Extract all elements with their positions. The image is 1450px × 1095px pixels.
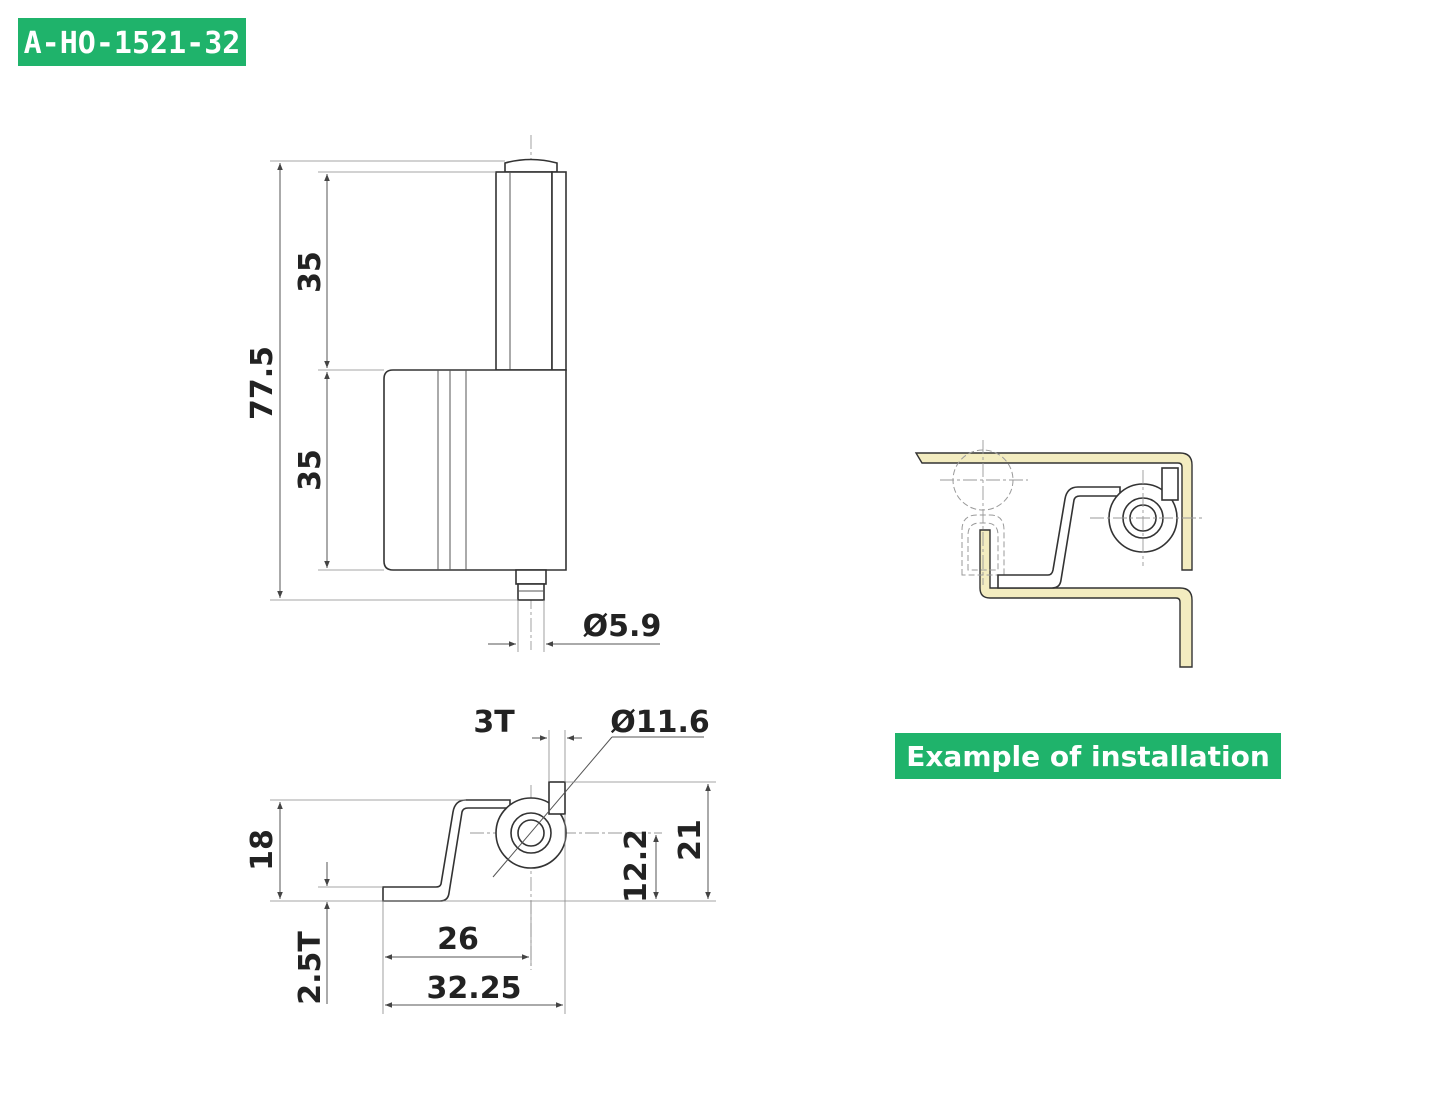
- frame-panel: [979, 529, 1193, 668]
- dim-pin-diameter: Ø5.9: [583, 609, 662, 644]
- ghost-seal-inner: [967, 522, 999, 571]
- dim-width-to-center: 26: [437, 922, 479, 957]
- dim-upper-height: 35: [293, 251, 328, 293]
- model-badge: A-HO-1521-32: [18, 18, 246, 66]
- installed-hinge-leaf: [997, 486, 1121, 589]
- model-code: A-HO-1521-32: [24, 26, 241, 61]
- installation-example: Example of installation: [895, 440, 1281, 779]
- door-panel: [914, 452, 1193, 571]
- installed-upper-tab: [1161, 467, 1179, 501]
- diameter-leader: [492, 736, 613, 878]
- dim-barrel-thickness: 3T: [473, 705, 515, 740]
- ghost-seal: [961, 514, 1005, 576]
- installation-caption-bg: [895, 733, 1281, 779]
- lower-leaf: [383, 369, 567, 571]
- dim-width-total: 32.25: [427, 971, 522, 1006]
- installation-caption: Example of installation: [906, 740, 1270, 773]
- side-leaf-profile: [382, 799, 511, 902]
- pin-tail: [517, 583, 545, 601]
- dim-lower-height: 35: [293, 449, 328, 491]
- dim-center-height: 12.2: [619, 829, 654, 903]
- dim-barrel-diameter: Ø11.6: [610, 705, 710, 740]
- front-view: 77.5 35 35 Ø5.9: [245, 135, 661, 652]
- upper-barrel: [495, 171, 553, 371]
- dim-leaf-thickness: 2.5T: [293, 931, 328, 1005]
- side-view: 3T Ø11.6 18 21 12.2 2.5T 26 32.25: [245, 705, 716, 1014]
- side-upper-tab: [548, 781, 566, 815]
- dim-total-height: 77.5: [245, 346, 280, 420]
- upper-leaf-edge: [551, 171, 567, 371]
- pin-head: [504, 158, 558, 173]
- pin-collar: [515, 569, 547, 585]
- model-badge-bg: [18, 18, 246, 66]
- dim-height-overall: 21: [673, 819, 708, 861]
- dim-height-total: 18: [245, 829, 280, 871]
